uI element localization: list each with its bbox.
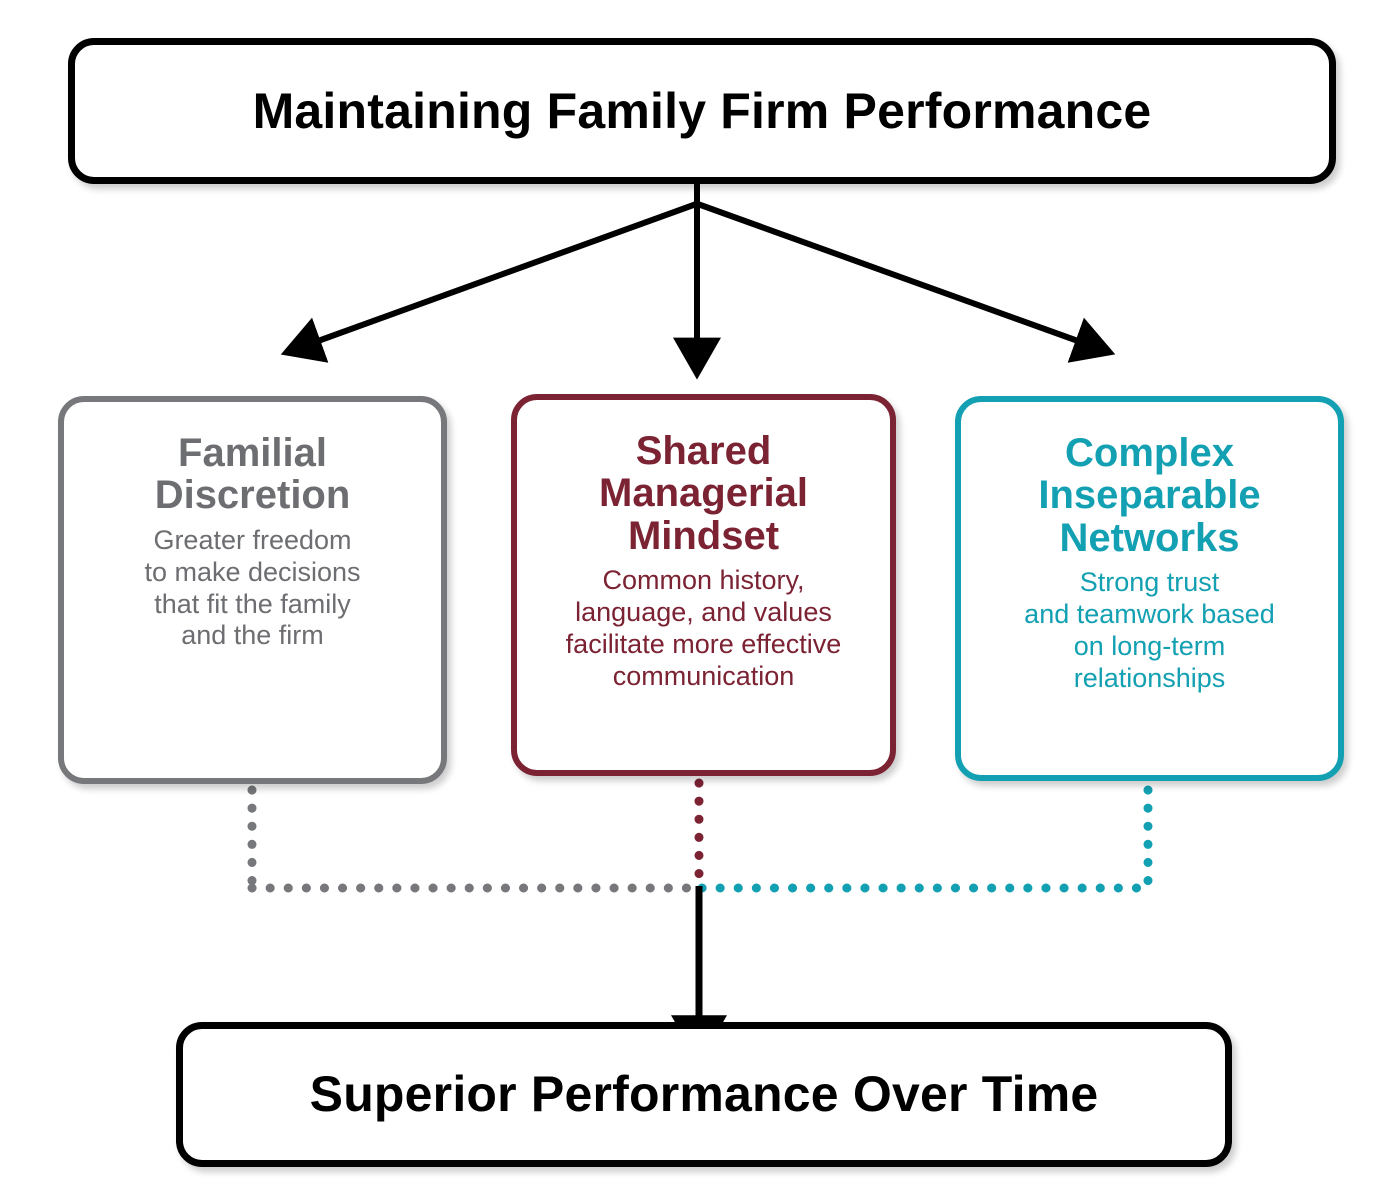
node-maintaining-family-firm-performance: Maintaining Family Firm Performance (68, 38, 1336, 184)
arrow-to-familial (280, 200, 701, 363)
top-node-title: Maintaining Family Firm Performance (252, 82, 1152, 139)
node-superior-performance-over-time: Superior Performance Over Time (176, 1022, 1232, 1167)
bottom-node-title: Superior Performance Over Time (309, 1066, 1099, 1123)
arrow-to-complex (693, 200, 1116, 363)
